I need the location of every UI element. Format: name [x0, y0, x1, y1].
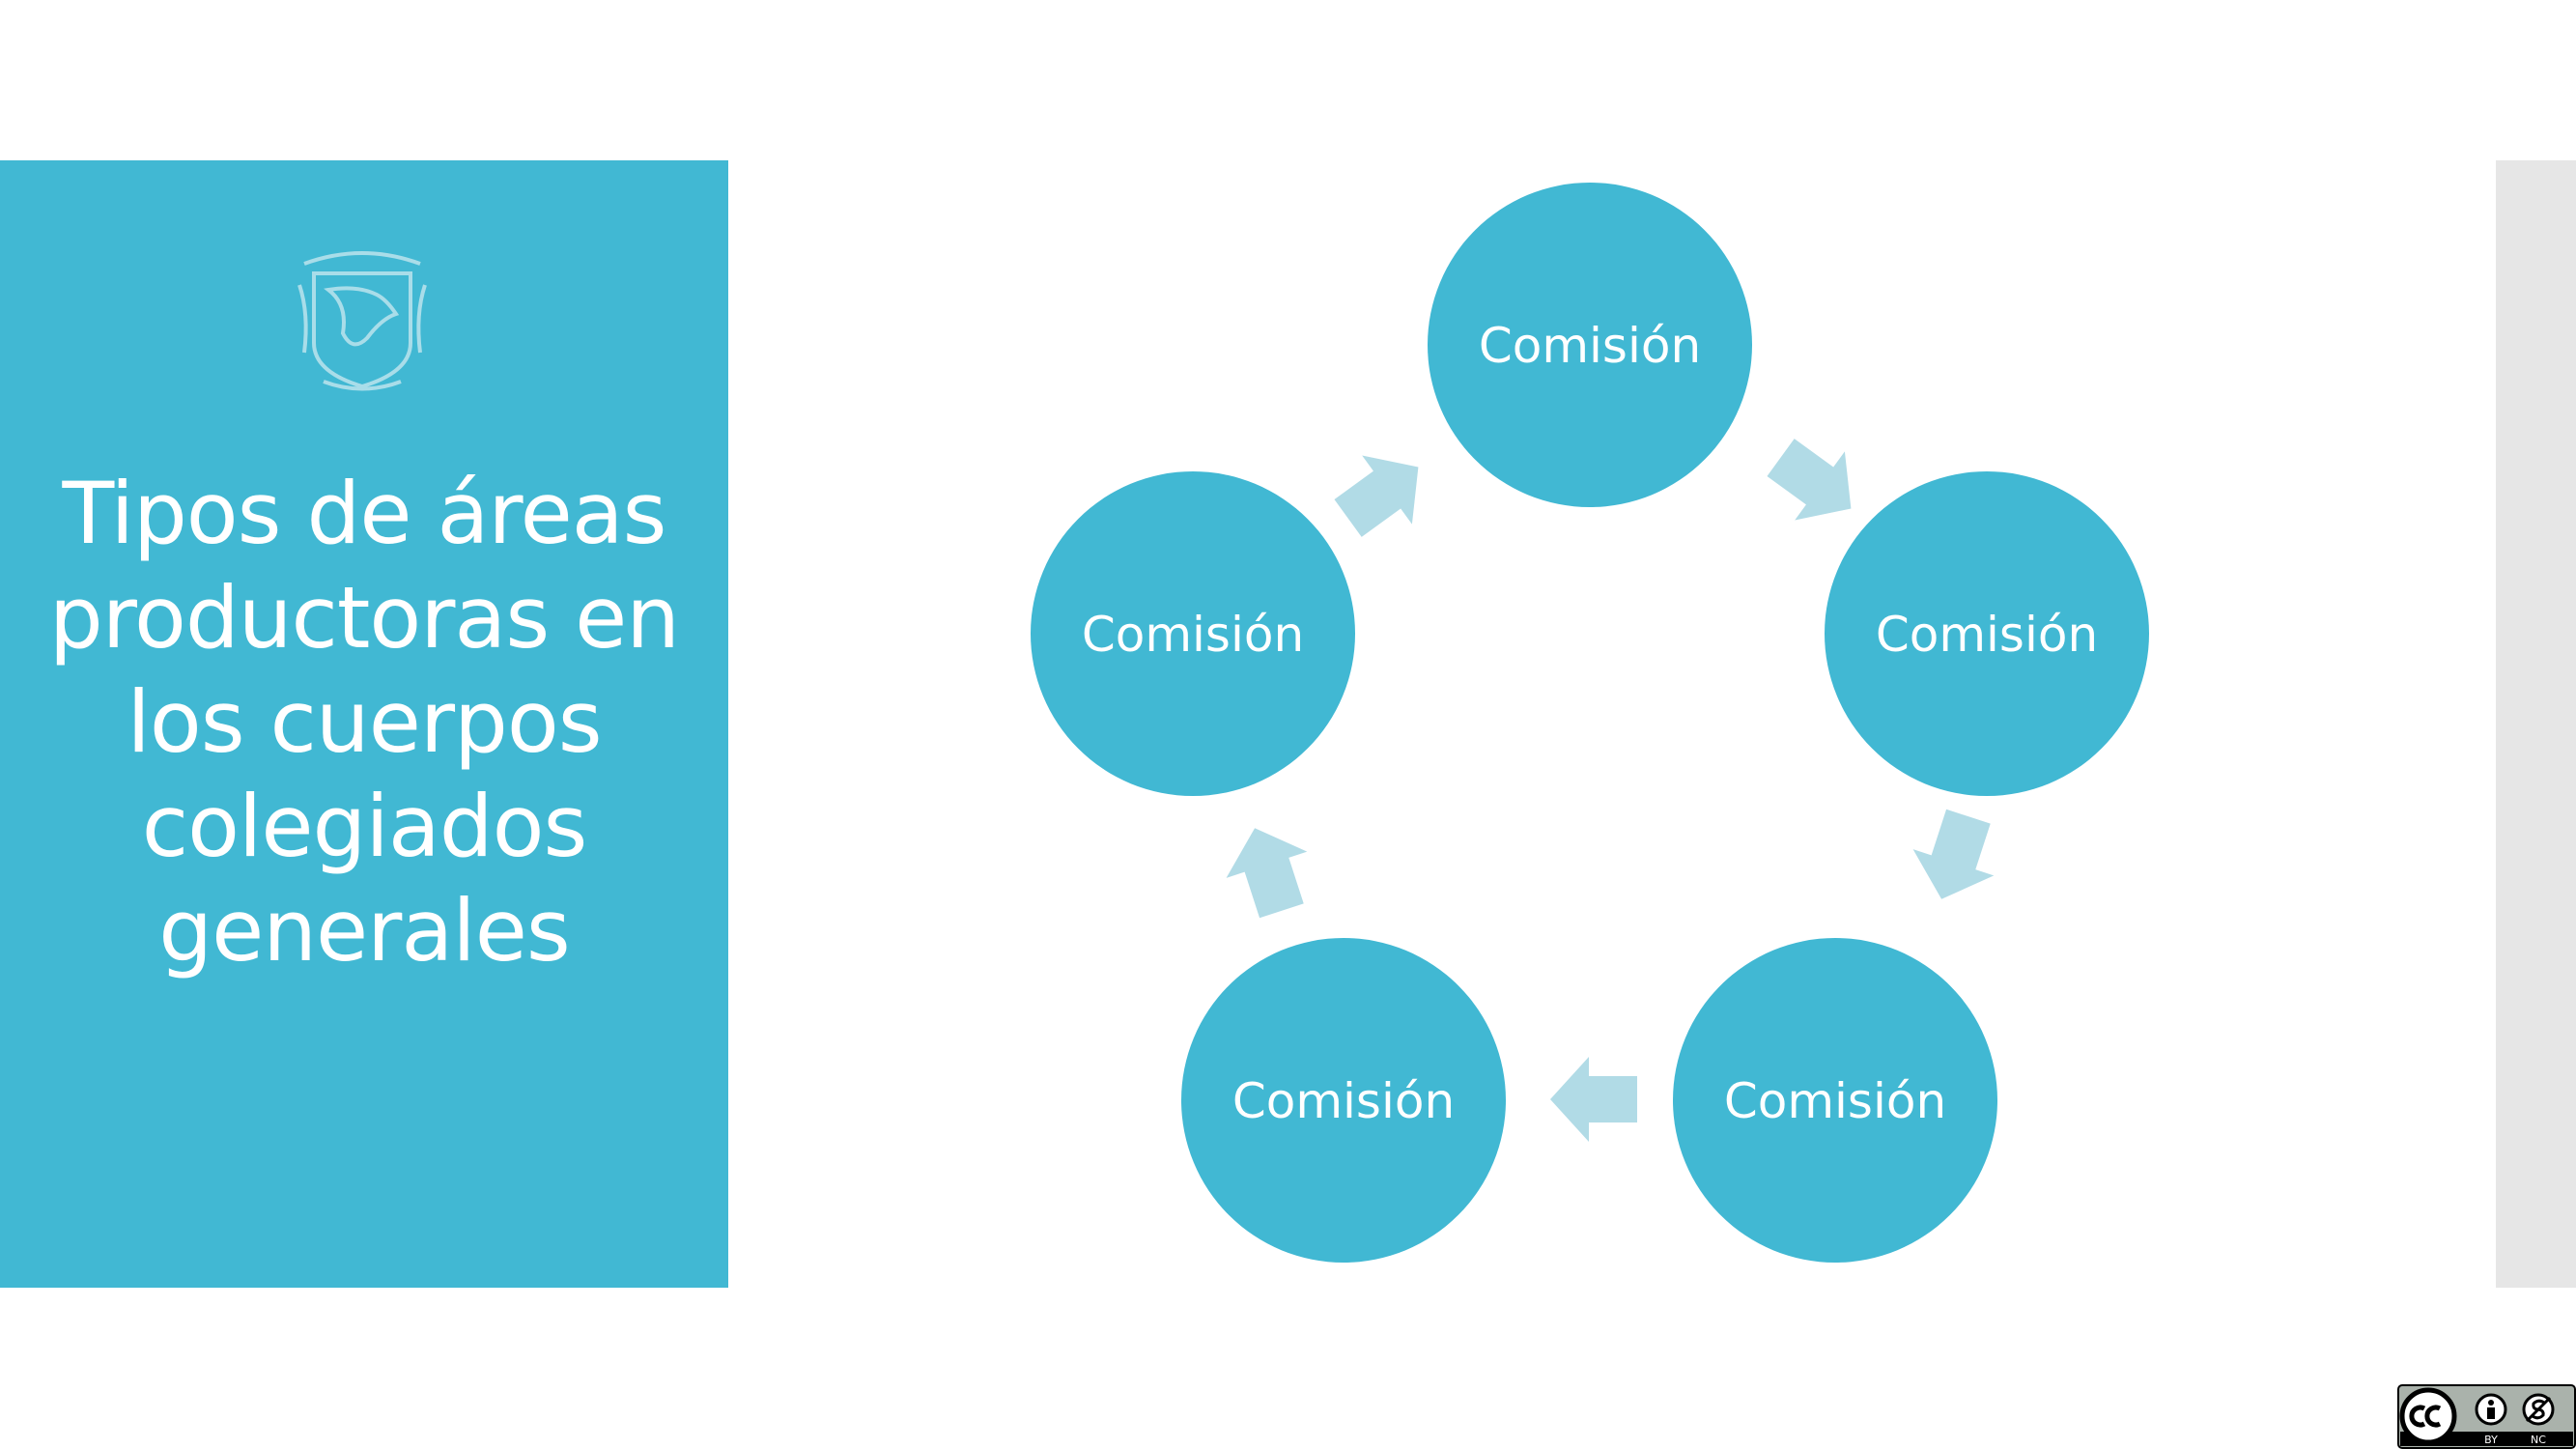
- cycle-node: Comisión: [1181, 938, 1506, 1263]
- cycle-node: Comisión: [1673, 938, 1997, 1263]
- node-label: Comisión: [1876, 607, 2098, 663]
- cycle-node: Comisión: [1428, 183, 1752, 507]
- cycle-arrow: [1334, 455, 1419, 537]
- svg-text:NC: NC: [2531, 1434, 2546, 1446]
- node-label: Comisión: [1232, 1073, 1455, 1129]
- cycle-arrow: [1767, 439, 1852, 521]
- slide-title: Tipos de áreas productoras en los cuerpo…: [48, 464, 680, 980]
- cycle-node: Comisión: [1031, 471, 1355, 796]
- cycle-arrow: [1550, 1057, 1637, 1142]
- node-label: Comisión: [1724, 1073, 1946, 1129]
- cycle-arrow: [1912, 809, 1995, 899]
- cycle-arrow: [1226, 828, 1308, 919]
- unam-coat-of-arms-icon: [297, 251, 427, 391]
- cycle-node: Comisión: [1825, 471, 2149, 796]
- node-label: Comisión: [1082, 607, 1304, 663]
- cycle-arrows: [1226, 439, 1995, 1142]
- creative-commons-by-nc-icon: BY NC: [2397, 1384, 2576, 1449]
- svg-text:BY: BY: [2484, 1434, 2498, 1446]
- side-accent-bar: [2496, 160, 2576, 1288]
- node-label: Comisión: [1479, 318, 1701, 374]
- title-panel: [0, 160, 728, 1288]
